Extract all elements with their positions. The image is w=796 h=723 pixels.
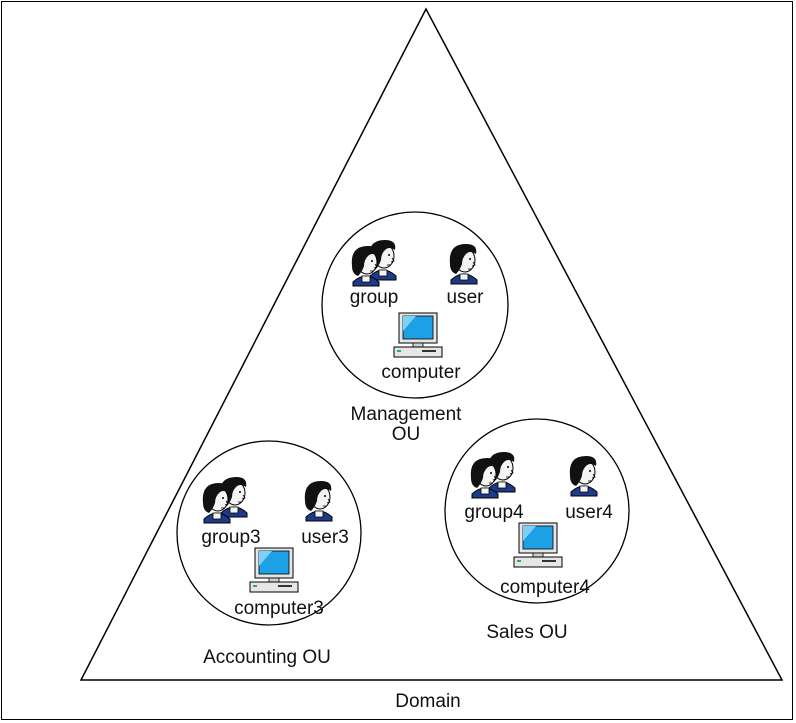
accounting-ou-label: Accounting OU [203, 647, 331, 668]
ou-accounting [176, 440, 362, 626]
group-icon [351, 239, 397, 287]
sales-user-label: user4 [565, 502, 613, 523]
sales-computer-label: computer4 [500, 577, 590, 598]
management-group-label: group [349, 287, 399, 308]
management-user-label: user [446, 287, 484, 308]
sales-ou-label: Sales OU [486, 622, 568, 643]
accounting-user-label: user3 [301, 527, 349, 548]
accounting-computer-label: computer3 [234, 598, 324, 619]
management-computer-label: computer [381, 362, 461, 383]
group-icon [470, 451, 516, 499]
computer-icon [513, 522, 563, 568]
domain-triangle [79, 7, 784, 681]
user-icon [569, 455, 598, 497]
management-ou-label-line1: Management [350, 404, 462, 425]
sales-group-label: group4 [464, 502, 524, 523]
computer-icon [393, 312, 443, 358]
management-ou-label-line2: OU [391, 424, 421, 445]
ou-sales [444, 418, 630, 604]
group-icon [202, 476, 248, 524]
computer-icon [249, 547, 299, 593]
user-icon [449, 243, 478, 285]
ou-management [321, 211, 509, 399]
accounting-group-label: group3 [201, 527, 261, 548]
user-icon [304, 480, 333, 522]
domain-label: Domain [395, 691, 461, 712]
